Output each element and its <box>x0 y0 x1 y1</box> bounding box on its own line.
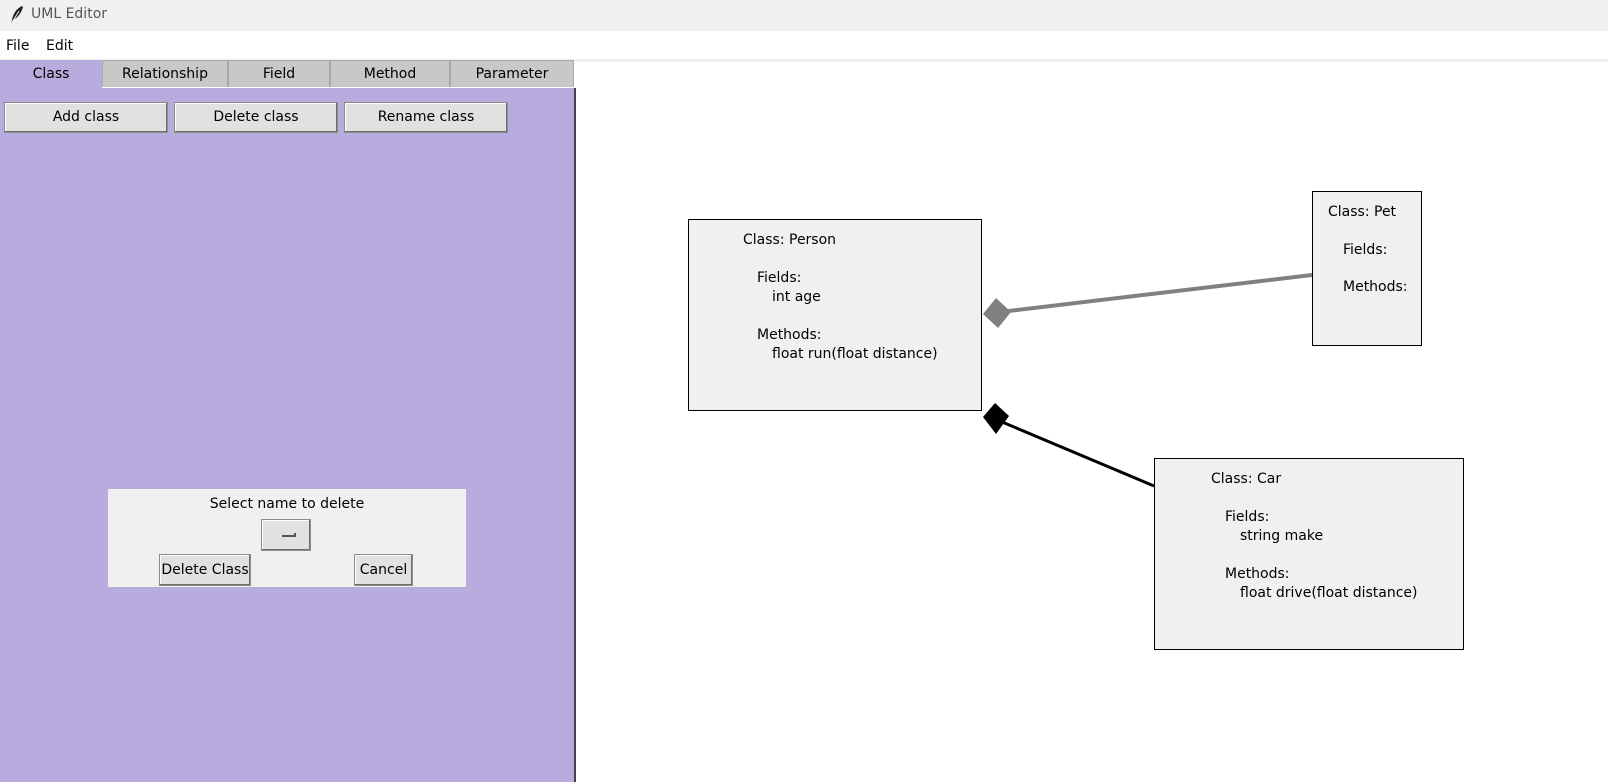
diagram-canvas[interactable] <box>576 62 1608 782</box>
dropdown-indicator-icon <box>282 533 296 537</box>
class-title: Class: Car <box>1211 471 1282 487</box>
method-item: float run(float distance) <box>772 346 938 362</box>
class-box-person[interactable]: Class: Person Fields: int age Methods: f… <box>688 219 982 411</box>
tab-method[interactable]: Method <box>330 60 450 87</box>
class-box-pet[interactable]: Class: Pet Fields: Methods: <box>1312 191 1422 346</box>
class-name-dropdown[interactable] <box>261 519 311 551</box>
dialog-label: Select name to delete <box>209 496 365 512</box>
menu-edit[interactable]: Edit <box>46 38 74 54</box>
method-item: float drive(float distance) <box>1240 585 1418 601</box>
tab-bar: Class Relationship Field Method Paramete… <box>0 60 576 89</box>
tab-class[interactable]: Class <box>0 60 102 89</box>
methods-label: Methods: <box>1225 566 1290 582</box>
tab-parameter[interactable]: Parameter <box>450 60 574 87</box>
fields-label: Fields: <box>1343 242 1388 258</box>
tab-relationship[interactable]: Relationship <box>102 60 228 87</box>
confirm-delete-class-button[interactable]: Delete Class <box>159 554 251 586</box>
field-item: string make <box>1240 528 1324 544</box>
methods-label: Methods: <box>757 327 822 343</box>
delete-class-dialog: Select name to delete Delete Class Cance… <box>108 489 466 587</box>
feather-icon <box>10 6 23 25</box>
window-title: UML Editor <box>31 6 108 22</box>
menu-divider <box>0 59 1608 62</box>
rename-class-button[interactable]: Rename class <box>344 102 508 133</box>
fields-label: Fields: <box>1225 509 1270 525</box>
field-item: int age <box>772 289 821 305</box>
methods-label: Methods: <box>1343 279 1408 295</box>
menu-file[interactable]: File <box>6 38 30 54</box>
class-title: Class: Pet <box>1328 204 1397 220</box>
cancel-button[interactable]: Cancel <box>354 554 413 586</box>
tab-field[interactable]: Field <box>228 60 330 87</box>
add-class-button[interactable]: Add class <box>4 102 168 133</box>
delete-class-button[interactable]: Delete class <box>174 102 338 133</box>
class-title: Class: Person <box>743 232 837 248</box>
class-box-car[interactable]: Class: Car Fields: string make Methods: … <box>1154 458 1464 650</box>
title-bar: UML Editor <box>0 0 1608 31</box>
menu-bar: File Edit <box>0 31 1608 59</box>
class-panel: Add class Delete class Rename class <box>0 88 576 782</box>
fields-label: Fields: <box>757 270 802 286</box>
